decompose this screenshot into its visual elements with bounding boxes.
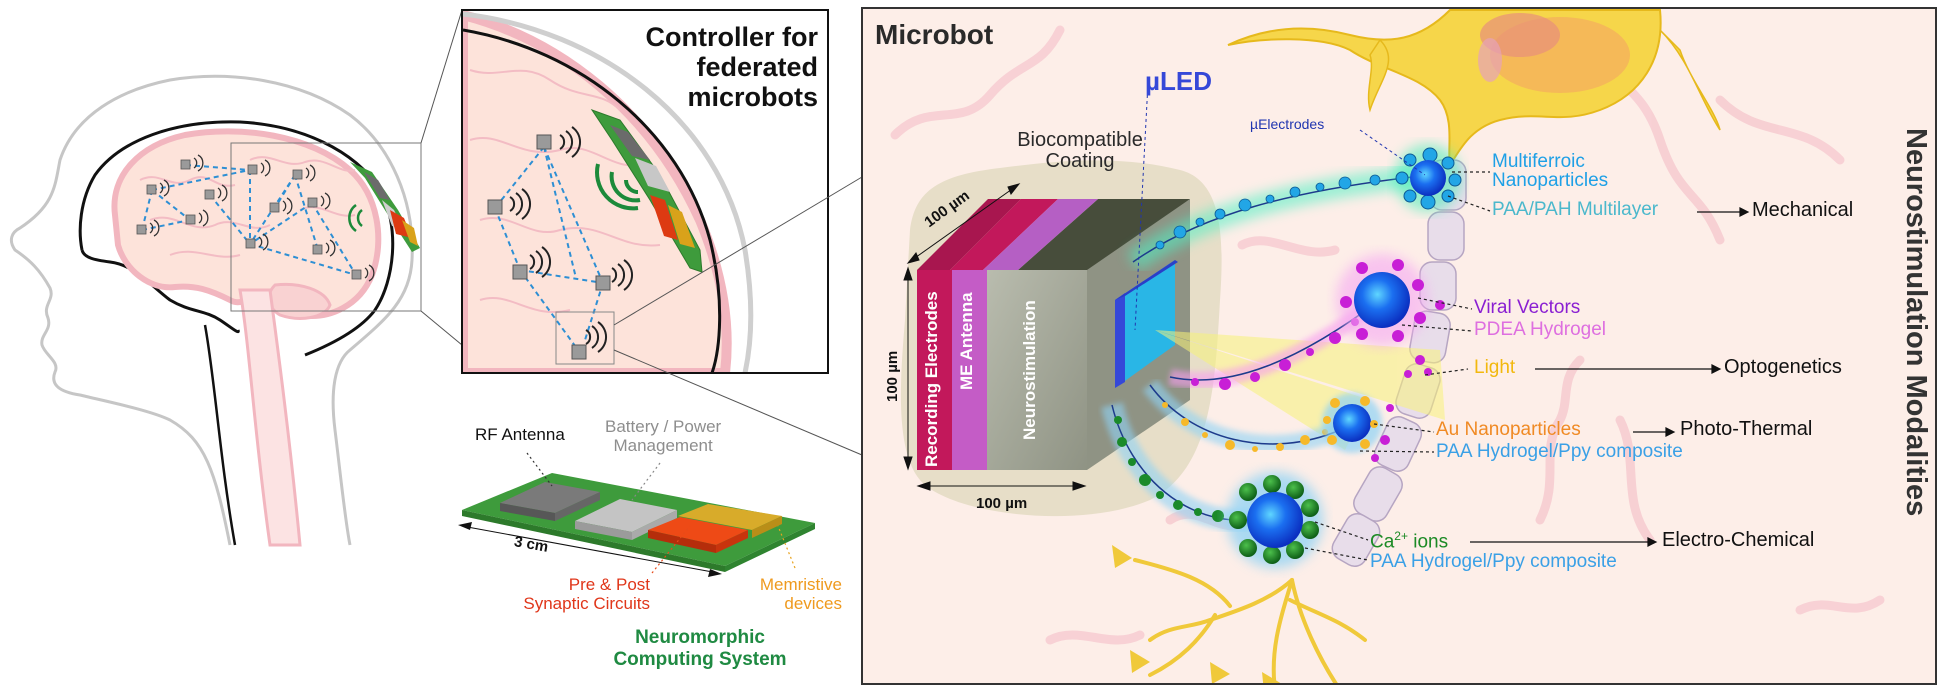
light-beams [1155, 330, 1445, 450]
calcium-charge: 2+ [1394, 529, 1408, 543]
calcium-symbol: Ca [1370, 531, 1395, 553]
scalp-outline [9, 74, 414, 546]
memristive-label: Memristive devices [720, 575, 842, 613]
result-electrochemical: Electro-Chemical [1662, 529, 1815, 551]
rf-antenna-label: RF Antenna [475, 425, 565, 444]
memristive-label-line-2: devices [784, 594, 842, 613]
neurostimulation-modalities-title: Neurostimulation Modalities [1900, 128, 1932, 517]
microbot-panel [861, 7, 1937, 685]
label-multiferroic: Multiferroic Nanoparticles [1492, 152, 1608, 190]
neuromorphic-board [458, 452, 815, 577]
head-illustration [9, 9, 463, 547]
memristive-chip [678, 504, 782, 538]
result-optogenetics: Optogenetics [1724, 356, 1842, 378]
neuron-dendrites [1133, 558, 1367, 683]
dendrite-terminals [1112, 545, 1281, 683]
dimension-arrow-3cm [458, 522, 722, 577]
skull-outline [78, 120, 395, 357]
result-mechanical: Mechanical [1752, 199, 1854, 221]
label-calcium-ions: Ca2+ ions [1370, 530, 1448, 552]
microbot-nodes [136, 159, 362, 280]
controller-title: Controller for federated microbots [560, 22, 819, 112]
synaptic-leader [651, 525, 691, 574]
uled-label: µLED [1145, 66, 1212, 96]
coating-label-line-2: Coating [1045, 150, 1115, 172]
brainstem-outline [203, 324, 237, 546]
nanoparticle-calcium [1227, 472, 1323, 568]
battery-label-line-1: Battery / Power [605, 417, 722, 436]
label-leaders [1304, 171, 1491, 561]
tendril-mechanical [1126, 164, 1432, 272]
zoom-region-box-2 [555, 311, 615, 365]
battery-label: Battery / Power Management [605, 417, 721, 455]
battery-chip [575, 499, 677, 540]
layer-me-antenna: ME Antenna [957, 292, 976, 390]
label-paa-pah: PAA/PAH Multilayer [1492, 199, 1659, 220]
spinal-cord [238, 288, 302, 547]
neuron-cell-body [1227, 9, 1721, 168]
uelectrodes-label: µElectrodes [1250, 116, 1325, 132]
layer-neurostimulation: Neurostimulation [1020, 300, 1039, 440]
dim-width-label: 100 µm [976, 495, 1028, 512]
synaptic-label: Pre & Post Synaptic Circuits [480, 575, 650, 613]
neuromorphic-title: Neuromorphic Computing System [590, 627, 810, 671]
controller-broadcast-icon [595, 163, 641, 211]
layer-recording-electrodes: Recording Electrodes [922, 291, 941, 467]
neuromorphic-title-line-2: Computing System [613, 649, 787, 670]
controller-implant [590, 109, 703, 273]
nanoparticle-viral [1336, 254, 1445, 378]
controller-implant-small [350, 162, 420, 252]
controller-title-line-2: federated [696, 52, 818, 82]
uled-chip [1115, 260, 1178, 388]
nanoparticle-multiferroic [1394, 144, 1462, 212]
cube-dimension-arrows [903, 183, 1087, 491]
dim-height-label: 100 µm [884, 350, 901, 402]
brain-gyri [139, 156, 356, 258]
coating-label: Biocompatible Coating [1000, 130, 1160, 172]
skull-base [80, 249, 240, 334]
label-multiferroic-line-2: Nanoparticles [1492, 170, 1609, 191]
label-au-nanoparticles: Au Nanoparticles [1436, 419, 1581, 440]
synaptic-label-line-2: Synaptic Circuits [523, 594, 650, 613]
label-paa-ppy-1: PAA Hydrogel/Ppy composite [1436, 441, 1683, 462]
microbot-title: Microbot [875, 19, 994, 50]
label-paa-ppy-2: PAA Hydrogel/Ppy composite [1370, 551, 1617, 572]
controller-title-line-1: Controller for [645, 22, 819, 52]
label-light: Light [1474, 357, 1516, 378]
rf-antenna-leader [526, 452, 553, 487]
controller-microbot-nodes [487, 134, 611, 360]
controller-signal-icon [348, 203, 363, 233]
microbot-cube [917, 199, 1190, 470]
synaptic-label-line-1: Pre & Post [568, 575, 650, 594]
label-viral-vectors: Viral Vectors [1474, 297, 1581, 318]
memristive-label-line-1: Memristive [759, 575, 842, 594]
signal-waves [149, 154, 375, 282]
synaptic-chip [648, 517, 748, 553]
zoom-region-box [230, 142, 422, 312]
tendril-au [1142, 379, 1344, 453]
calcium-ions-text: ions [1407, 531, 1449, 553]
controller-signal-waves [509, 126, 633, 353]
modality-arrows [1470, 207, 1750, 547]
brain [111, 128, 382, 319]
uled-leader [1134, 82, 1149, 331]
rf-antenna-chip [500, 482, 600, 521]
uelectrodes-leader [1359, 129, 1426, 176]
result-photothermal: Photo-Thermal [1680, 418, 1813, 440]
label-multiferroic-line-1: Multiferroic [1492, 151, 1585, 172]
coating-label-line-1: Biocompatible [1017, 129, 1143, 151]
controller-panel [461, 9, 863, 456]
label-pdea: PDEA Hydrogel [1474, 319, 1607, 340]
controller-title-line-3: microbots [687, 82, 818, 112]
controller-network-links [494, 146, 604, 351]
neuromorphic-title-line-1: Neuromorphic [635, 627, 765, 648]
battery-label-line-2: Management [613, 436, 713, 455]
